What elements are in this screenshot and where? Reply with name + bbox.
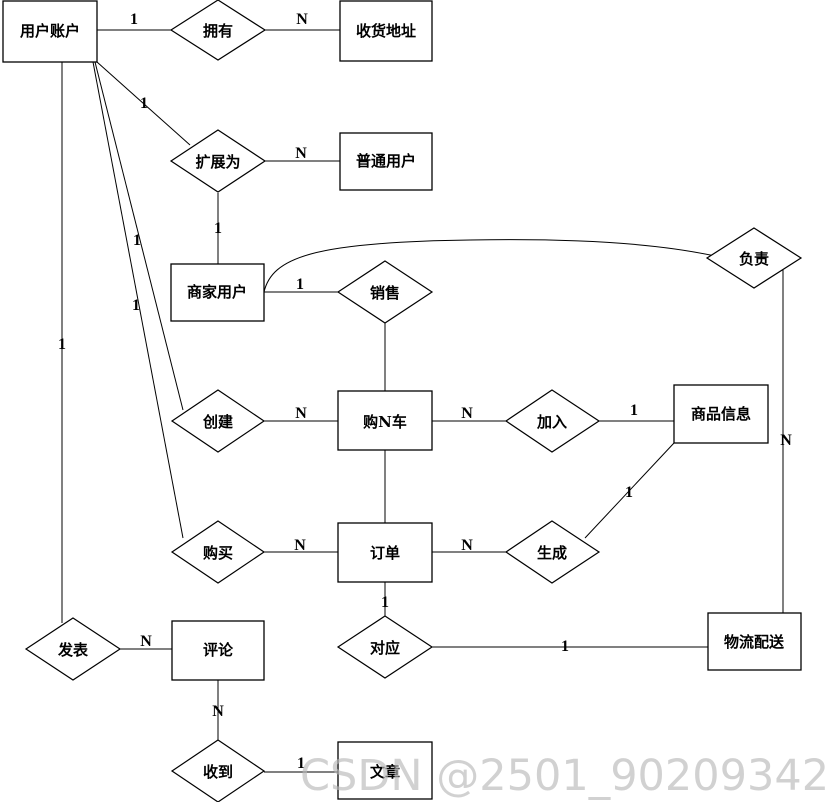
svg-text:评论: 评论	[203, 641, 234, 659]
relation-extend: 扩展为	[169, 129, 267, 193]
svg-text:购买: 购买	[203, 544, 233, 562]
svg-text:购N车: 购N车	[363, 413, 407, 431]
svg-text:拥有: 拥有	[203, 22, 233, 40]
entity-merchant-user: 商家用户	[170, 263, 265, 322]
relation-receive: 收到	[170, 739, 266, 802]
card-buy-order: N	[294, 537, 306, 554]
entity-logistics: 物流配送	[707, 612, 802, 671]
svg-text:扩展为: 扩展为	[195, 153, 240, 171]
card-own-address: N	[296, 11, 308, 28]
card-buy-user: 1	[132, 297, 140, 314]
card-generate-product: 1	[625, 484, 633, 501]
card-join-product: 1	[630, 402, 638, 419]
card-generate-order: N	[461, 537, 473, 554]
svg-text:订单: 订单	[370, 544, 400, 562]
entity-cart: 购N车	[337, 390, 433, 451]
card-extend-normal: N	[295, 145, 307, 162]
svg-text:文章: 文章	[370, 763, 400, 781]
relation-generate: 生成	[504, 520, 601, 584]
svg-text:物流配送: 物流配送	[724, 633, 785, 651]
card-extend-merchant: 1	[214, 220, 222, 237]
svg-text:发表: 发表	[57, 641, 89, 659]
svg-text:用户账户: 用户账户	[20, 22, 80, 40]
card-receive-comment: N	[212, 703, 224, 720]
card-correspond-logistics: 1	[561, 638, 569, 655]
card-create-user: 1	[133, 232, 141, 249]
entity-normal-user: 普通用户	[339, 132, 433, 191]
entity-article: 文章	[337, 741, 433, 800]
svg-text:负责: 负责	[739, 250, 769, 268]
card-create-cart: N	[295, 405, 307, 422]
svg-text:加入: 加入	[536, 413, 567, 431]
card-own-user: 1	[130, 11, 138, 28]
card-responsible-logistics: N	[780, 432, 792, 449]
relation-own: 拥有	[169, 0, 267, 61]
entity-product-info: 商品信息	[673, 384, 769, 444]
entity-user-account: 用户账户	[2, 0, 98, 63]
cardinality-labels: 1 N 1 N 1 1 1 1 1 N N 1 1 N N N 1 1 N N …	[58, 11, 792, 772]
svg-text:收到: 收到	[203, 763, 233, 781]
card-receive-article: 1	[297, 755, 305, 772]
entity-address: 收货地址	[339, 0, 433, 62]
card-extend-user: 1	[140, 95, 148, 112]
relation-buy: 购买	[170, 520, 266, 584]
svg-text:商品信息: 商品信息	[691, 405, 751, 423]
card-publish-user: 1	[58, 336, 66, 353]
card-sell-merchant: 1	[296, 276, 304, 293]
svg-text:对应: 对应	[370, 639, 400, 657]
entity-order: 订单	[337, 522, 433, 583]
relation-correspond: 对应	[336, 615, 434, 679]
entity-comment: 评论	[171, 620, 265, 681]
card-correspond-order: 1	[381, 594, 389, 611]
svg-text:收货地址: 收货地址	[356, 22, 416, 40]
card-join-cart: N	[461, 405, 473, 422]
svg-text:普通用户: 普通用户	[356, 152, 416, 170]
edges	[61, 29, 784, 773]
svg-text:创建: 创建	[202, 413, 234, 431]
relation-publish: 发表	[24, 617, 122, 681]
svg-text:销售: 销售	[370, 284, 400, 302]
card-publish-comment: N	[140, 633, 152, 650]
svg-text:商家用户: 商家用户	[187, 283, 247, 301]
svg-text:生成: 生成	[537, 544, 567, 562]
relation-sell: 销售	[336, 260, 434, 324]
relation-create: 创建	[170, 389, 266, 453]
relation-join: 加入	[504, 389, 601, 453]
relation-responsible: 负责	[705, 227, 803, 289]
watermark-text: CSDN @2501_90209342	[300, 751, 829, 801]
